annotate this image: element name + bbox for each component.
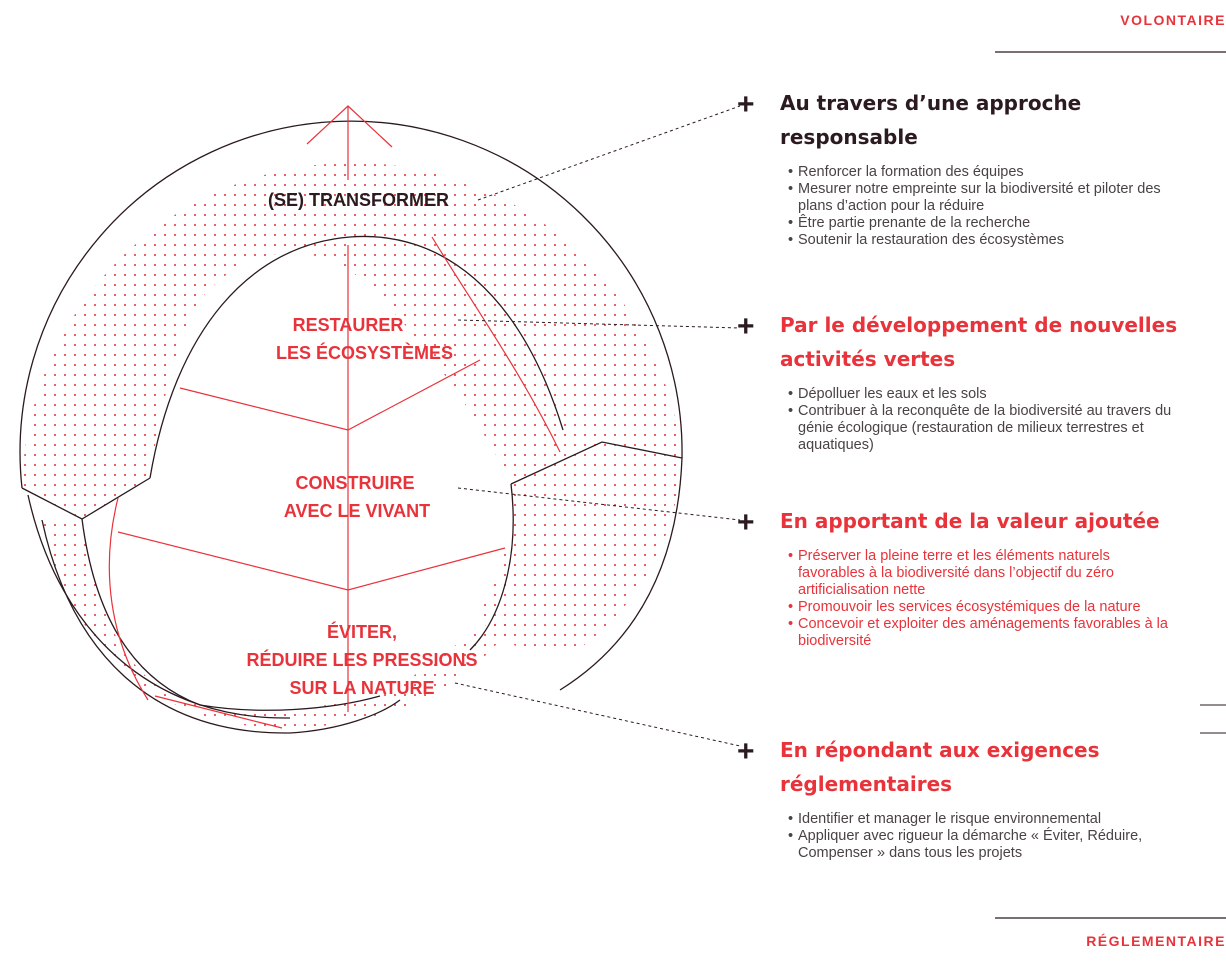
bullet-item: Soutenir la restauration des écosystèmes: [788, 232, 1220, 249]
bullet-item: Concevoir et exploiter des aménagements …: [788, 616, 1183, 650]
outer-dotted-ring: [22, 162, 682, 519]
right-dotted-patch: [480, 442, 682, 654]
section-added-value: + En apportant de la valeur ajoutée Prés…: [737, 504, 1220, 650]
connector-1: [477, 105, 741, 201]
stage-avoid-line1: ÉVITER,: [326, 622, 397, 642]
stage-avoid-line3: SUR LA NATURE: [289, 678, 435, 698]
outer-boundary: [19, 120, 683, 489]
lower-shell-inner: [27, 494, 291, 719]
bullet-list: Identifier et manager le risque environn…: [788, 811, 1220, 862]
right-vein-long: [431, 236, 561, 453]
plus-icon: +: [737, 88, 755, 121]
bullet-item: Préserver la pleine terre et les élément…: [788, 548, 1168, 599]
bullet-list: Préserver la pleine terre et les élément…: [788, 548, 1220, 650]
stage-restore-line2: LES ÉCOSYSTÈMES: [276, 343, 454, 363]
section-green-activities: + Par le développement de nouvelles acti…: [737, 308, 1220, 454]
stage-transform: (SE) TRANSFORMER: [268, 190, 449, 210]
inner-shell: [149, 235, 564, 479]
section-responsible: + Au travers d’une approche responsable …: [737, 86, 1220, 250]
stage-restore: RESTAURER LES ÉCOSYSTÈMES: [276, 311, 453, 367]
stage-avoid: ÉVITER, RÉDUIRE LES PRESSIONS SUR LA NAT…: [232, 618, 492, 702]
bullet-item: Promouvoir les services écosystémiques d…: [788, 599, 1168, 616]
bullet-list: Dépolluer les eaux et les sols Contribue…: [788, 386, 1220, 454]
vein-pair-2: [117, 531, 506, 591]
section-title: En apportant de la valeur ajoutée: [780, 509, 1160, 533]
axis-top-label: VOLONTAIRE: [1120, 12, 1226, 28]
lower-shell-inner-2: [81, 518, 381, 711]
stage-build: CONSTRUIRE AVEC LE VIVANT: [284, 469, 430, 525]
bullet-item: Appliquer avec rigueur la démarche « Évi…: [788, 828, 1173, 862]
right-inner-curve: [469, 483, 514, 651]
bullet-item: Identifier et manager le risque environn…: [788, 811, 1220, 828]
section-title: Par le développement de nouvelles activi…: [780, 313, 1178, 371]
seed-tip: [306, 105, 393, 148]
section-title: Au travers d’une approche responsable: [780, 91, 1082, 149]
stage-avoid-line2: RÉDUIRE LES PRESSIONS: [246, 650, 478, 670]
bullet-item: Contribuer à la reconquête de la biodive…: [788, 403, 1183, 454]
vein-left-arc: [108, 497, 149, 701]
right-hexagon: [510, 441, 683, 691]
plus-icon: +: [737, 310, 755, 343]
bullet-list: Renforcer la formation des équipes Mesur…: [788, 164, 1220, 249]
section-regulatory: + En répondant aux exigences réglementai…: [737, 733, 1220, 862]
bullet-item: Renforcer la formation des équipes: [788, 164, 1220, 181]
plus-icon: +: [737, 506, 755, 539]
stage-build-line1: CONSTRUIRE: [295, 473, 415, 493]
bullet-item: Dépolluer les eaux et les sols: [788, 386, 1220, 403]
stage-restore-line1: RESTAURER: [292, 315, 404, 335]
bullet-item: Être partie prenante de la recherche: [788, 215, 1220, 232]
vein-low-left: [154, 695, 283, 729]
bullet-item: Mesurer notre empreinte sur la biodivers…: [788, 181, 1178, 215]
connector-4: [454, 682, 741, 747]
stage-build-line2: AVEC LE VIVANT: [283, 501, 431, 521]
connector-3: [457, 487, 741, 521]
connector-2: [457, 319, 741, 329]
vein-pair-1: [179, 359, 481, 431]
section-title: En répondant aux exigences réglementaire…: [780, 738, 1100, 796]
axis-bottom-label: RÉGLEMENTAIRE: [1086, 933, 1226, 949]
plus-icon: +: [737, 735, 755, 768]
lower-shell-outer: [41, 519, 401, 734]
